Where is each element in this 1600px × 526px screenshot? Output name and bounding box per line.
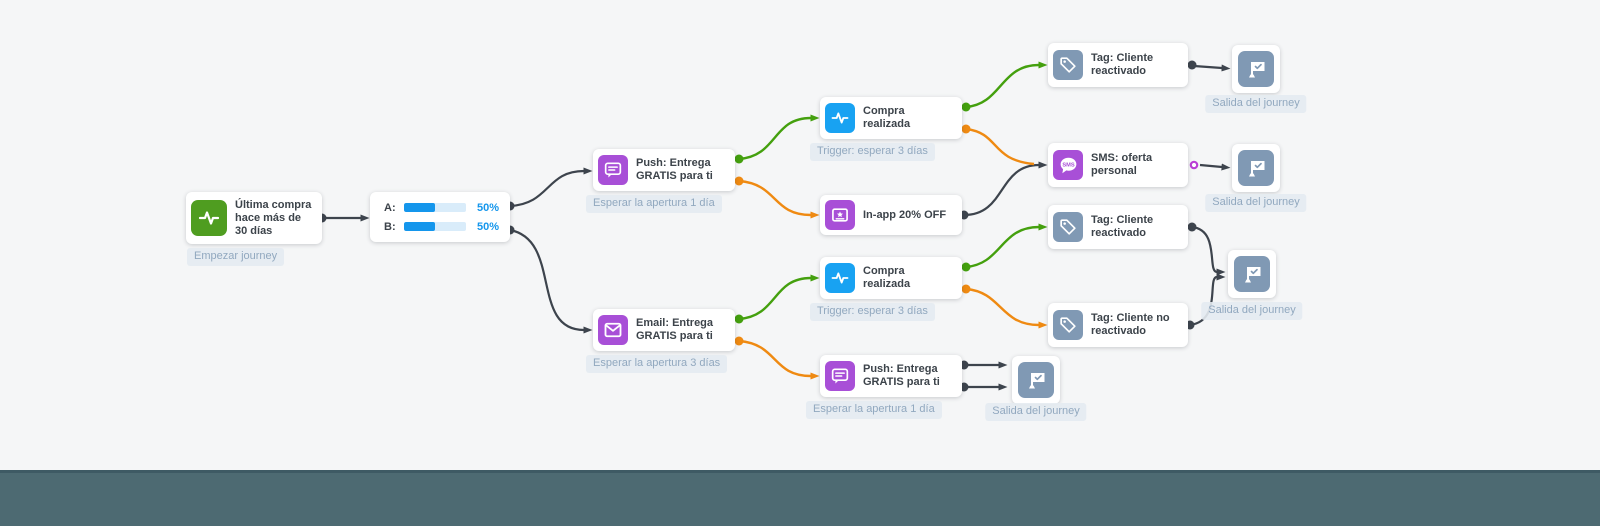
node-email-1[interactable]: Email: Entrega GRATIS para ti <box>593 309 735 351</box>
port-email-notopened[interactable] <box>734 336 744 346</box>
push-1-note: Esperar la apertura 1 día <box>586 195 722 213</box>
edge-tag3-to-exit3 <box>1189 273 1226 327</box>
activity-icon <box>825 103 855 133</box>
start-note: Empezar journey <box>187 248 285 266</box>
edge-push1-opened-to-purchase1 <box>738 114 820 161</box>
edge-sms-to-exit2 <box>1199 163 1231 171</box>
sms-icon: SMS <box>1053 150 1083 180</box>
purchase-1-note: Trigger: esperar 3 días <box>810 143 935 161</box>
node-exit-2[interactable] <box>1232 144 1280 192</box>
node-tag-2[interactable]: Tag: Cliente reactivado <box>1048 205 1188 249</box>
edge-purchase1-yes-to-tag1 <box>965 61 1048 109</box>
port-tag1-out[interactable] <box>1187 60 1197 70</box>
exit-3-note: Salida del journey <box>1201 302 1303 320</box>
node-push-2[interactable]: Push: Entrega GRATIS para ti <box>820 355 962 397</box>
node-title: Tag: Cliente reactivado <box>1091 214 1154 239</box>
edge-email-notopened-to-push2 <box>738 339 820 380</box>
variant-b-value: 50% <box>476 220 499 233</box>
variant-a-value: 50% <box>476 201 499 214</box>
push-2-note: Esperar la apertura 1 día <box>806 401 942 419</box>
edge-inapp-to-sms <box>963 161 1048 217</box>
port-purchase2-no[interactable] <box>961 284 971 294</box>
edge-purchase2-yes-to-tag2 <box>965 223 1048 269</box>
node-ab-split[interactable]: A: 50% B: 50% <box>370 192 510 242</box>
activity-icon <box>191 200 227 236</box>
email-1-note: Esperar la apertura 3 días <box>586 355 728 373</box>
variant-a-row: A: 50% <box>384 202 499 214</box>
node-title: SMS: oferta personal <box>1091 152 1153 177</box>
port-tag2-out[interactable] <box>1187 222 1197 232</box>
node-title: Tag: Cliente reactivado <box>1091 52 1154 77</box>
node-title: Tag: Cliente no reactivado <box>1091 312 1170 337</box>
push-notification-icon <box>598 155 628 185</box>
edge-purchase2-no-to-tag3 <box>965 287 1048 329</box>
port-purchase1-no[interactable] <box>961 124 971 134</box>
node-start-event[interactable]: Última compra hace más de 30 días <box>186 192 322 244</box>
purchase-2-note: Trigger: esperar 3 días <box>810 303 935 321</box>
variant-b-bar <box>404 222 466 231</box>
port-sms-out[interactable] <box>1189 160 1199 170</box>
node-title: Push: Entrega GRATIS para ti <box>863 363 940 388</box>
sms-icon-text: SMS <box>1062 162 1075 168</box>
node-title: Push: Entrega GRATIS para ti <box>636 157 713 182</box>
exit-flag-icon <box>1238 51 1274 87</box>
edge-email-opened-to-purchase2 <box>738 274 820 321</box>
variant-b-row: B: 50% <box>384 221 499 233</box>
bottom-panel <box>0 470 1600 526</box>
port-push1-notopened[interactable] <box>734 176 744 186</box>
port-purchase1-yes[interactable] <box>961 102 971 112</box>
port-push1-opened[interactable] <box>734 154 744 164</box>
node-purchase-1[interactable]: Compra realizada <box>820 97 962 139</box>
node-exit-1[interactable] <box>1232 45 1280 93</box>
tag-icon <box>1053 50 1083 80</box>
exit-2-note: Salida del journey <box>1205 194 1307 212</box>
email-icon <box>598 315 628 345</box>
exit-1-note: Salida del journey <box>1205 95 1307 113</box>
edge-push1-notopened-to-inapp <box>738 179 820 219</box>
edge-tag2-to-exit3 <box>1191 225 1226 276</box>
node-title: Compra realizada <box>863 265 911 290</box>
exit-flag-icon <box>1238 150 1274 186</box>
node-title: Compra realizada <box>863 105 911 130</box>
node-purchase-2[interactable]: Compra realizada <box>820 257 962 299</box>
edge-ab-b-to-email <box>509 228 593 334</box>
exit-flag-icon <box>1234 256 1270 292</box>
port-email-opened[interactable] <box>734 314 744 324</box>
push-notification-icon <box>825 361 855 391</box>
edge-tag1-to-exit1 <box>1193 64 1231 72</box>
node-sms-1[interactable]: SMS SMS: oferta personal <box>1048 143 1188 187</box>
tag-icon <box>1053 212 1083 242</box>
node-tag-3[interactable]: Tag: Cliente no reactivado <box>1048 303 1188 347</box>
edge-purchase1-no-to-sms <box>965 127 1035 166</box>
node-title: In-app 20% OFF <box>863 208 947 221</box>
activity-icon <box>825 263 855 293</box>
port-purchase2-yes[interactable] <box>961 262 971 272</box>
coupon-icon <box>825 200 855 230</box>
variant-a-bar <box>404 203 466 212</box>
node-exit-4[interactable] <box>1012 356 1060 404</box>
tag-icon <box>1053 310 1083 340</box>
exit-4-note: Salida del journey <box>985 403 1087 421</box>
exit-flag-icon <box>1018 362 1054 398</box>
node-inapp-1[interactable]: In-app 20% OFF <box>820 195 962 235</box>
node-tag-1[interactable]: Tag: Cliente reactivado <box>1048 43 1188 87</box>
node-title: Última compra hace más de 30 días <box>235 198 312 237</box>
edge-ab-a-to-push1 <box>509 167 593 208</box>
variant-a-label: A: <box>384 201 396 214</box>
node-title: Email: Entrega GRATIS para ti <box>636 317 714 342</box>
node-push-1[interactable]: Push: Entrega GRATIS para ti <box>593 149 735 191</box>
node-exit-3[interactable] <box>1228 250 1276 298</box>
variant-b-label: B: <box>384 220 396 233</box>
